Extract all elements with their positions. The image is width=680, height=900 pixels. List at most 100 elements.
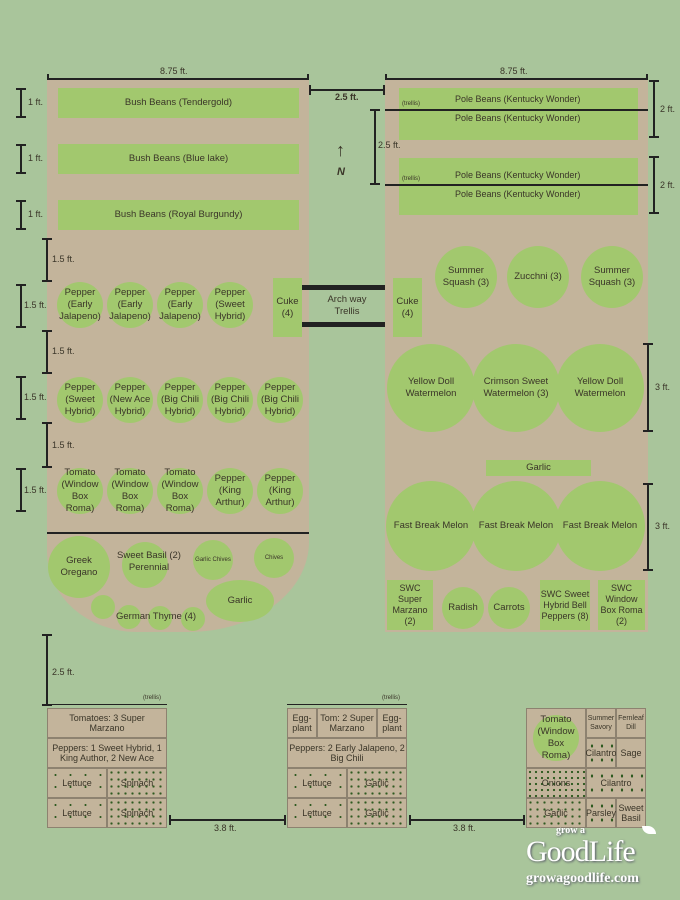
summer-squash: Summer Squash (3): [435, 246, 497, 308]
dim-2-5ft-bottom: [42, 634, 52, 706]
sweet-basil-plant: [122, 542, 168, 588]
dim-1-5ft: [16, 376, 26, 420]
logo-leaf-icon: [642, 826, 656, 834]
dim-label: 1 ft.: [28, 97, 44, 107]
cuke-right: Cuke (4): [393, 278, 422, 337]
garlic-chives: Garlic Chives: [193, 540, 233, 580]
pole-beans-label: Pole Beans (Kentucky Wonder): [455, 170, 581, 180]
dim-label: 1.5 ft.: [52, 440, 75, 450]
carrots: Carrots: [488, 587, 530, 629]
bed3-parsley: Parsley: [586, 798, 616, 828]
bed3-summer-savory: Summer Savory: [586, 708, 616, 738]
dim-1ft: [16, 144, 26, 174]
bed2-eggplant: Egg-plant: [377, 708, 407, 738]
bed3-sweet-basil: Sweet Basil: [616, 798, 646, 828]
gap-label: 3.8 ft.: [214, 823, 237, 833]
dim-label: 2 ft.: [660, 180, 676, 190]
zucchini: Zucchni (3): [507, 246, 569, 308]
dim-label: 2 ft.: [660, 104, 676, 114]
watermelon: Crimson Sweet Watermelon (3): [472, 344, 560, 432]
pepper-plant: Pepper (Big Chili Hybrid): [257, 377, 303, 423]
dim-2ft: [649, 156, 659, 214]
pole-beans-bed: [399, 88, 638, 140]
trellis-label: (trellis): [143, 695, 161, 701]
dim-3ft: [643, 343, 653, 432]
dim-label: 3 ft.: [655, 382, 671, 392]
greek-oregano: Greek Oregano: [48, 536, 110, 598]
pepper-plant: Pepper (Sweet Hybrid): [57, 377, 103, 423]
swc-super-marzano: SWC Super Marzano (2): [387, 580, 433, 630]
pepper-plant: Pepper (Early Jalapeno): [157, 282, 203, 328]
bed2-lettuce: Lettuce: [287, 798, 347, 828]
bush-beans-tendergold: Bush Beans (Tendergold): [58, 88, 299, 118]
left-width-dimension: [47, 74, 309, 84]
pepper-plant: Pepper (Sweet Hybrid): [207, 282, 253, 328]
dim-label: 1.5 ft.: [24, 485, 47, 495]
raised-bed-3: Tomato (Window Box Roma) Summer Savory F…: [526, 708, 646, 828]
right-width-label: 8.75 ft.: [500, 66, 528, 76]
tomato-plant: Tomato (Window Box Roma): [157, 467, 203, 514]
chives: Chives: [254, 538, 294, 578]
logo-url: growagoodlife.com: [526, 871, 639, 886]
thyme-plant: [148, 606, 172, 630]
bed2-lettuce: Lettuce: [287, 768, 347, 798]
dim-2ft: [649, 80, 659, 138]
bed1-lettuce: Lettuce: [47, 768, 107, 798]
tomato-plant: Tomato (Window Box Roma): [107, 467, 153, 514]
dim-label: 1.5 ft.: [24, 392, 47, 402]
pepper-plant: Pepper (King Arthur): [257, 468, 303, 514]
gap-label: 3.8 ft.: [453, 823, 476, 833]
melon: Fast Break Melon: [555, 481, 645, 571]
bed2-garlic: Garlic: [347, 768, 407, 798]
pole-beans-bed: [399, 158, 638, 215]
dim-label: 1.5 ft.: [52, 346, 75, 356]
gap-dimension: [169, 815, 286, 825]
sweet-basil-label: Sweet Basil (2) Perennial: [117, 550, 181, 573]
garlic-herb: Garlic: [206, 580, 274, 622]
garlic-row: Garlic: [486, 460, 591, 476]
left-width-label: 8.75 ft.: [160, 66, 188, 76]
bed2-peppers: Peppers: 2 Early Jalapeno, 2 Big Chili: [287, 738, 407, 768]
herb-divider: [47, 532, 309, 534]
dim-1ft: [16, 88, 26, 118]
bed1-spinach: Spinach: [107, 798, 167, 828]
watermelon: Yellow Doll Watermelon: [387, 344, 475, 432]
trellis-label: (trellis): [402, 101, 420, 107]
bed1-peppers: Peppers: 1 Sweet Hybrid, 1 King Author, …: [47, 738, 167, 768]
arch-trellis-bar: [302, 285, 392, 290]
dim-label: 1.5 ft.: [24, 300, 47, 310]
bed3-sage: Sage: [616, 738, 646, 768]
melon: Fast Break Melon: [386, 481, 476, 571]
melon: Fast Break Melon: [471, 481, 561, 571]
thyme-plant: [117, 605, 141, 629]
pepper-plant: Pepper (Big Chili Hybrid): [157, 377, 203, 423]
dim-1-5ft: [42, 330, 52, 374]
cuke-left: Cuke (4): [273, 278, 302, 337]
pepper-plant: Pepper (Early Jalapeno): [107, 282, 153, 328]
pole-beans-label: Pole Beans (Kentucky Wonder): [455, 189, 581, 199]
gap-dimension: [409, 815, 525, 825]
radish: Radish: [442, 587, 484, 629]
trellis-line: [385, 184, 648, 186]
bed2-tomatoes: Tom: 2 Super Marzano: [317, 708, 377, 738]
dim-1-5ft: [42, 422, 52, 468]
trellis-label: (trellis): [402, 176, 420, 182]
watermelon: Yellow Doll Watermelon: [556, 344, 644, 432]
swc-window-box-roma: SWC Window Box Roma (2): [598, 580, 645, 630]
bed3-onions: Onions: [526, 768, 586, 798]
gap-dimension: [309, 85, 385, 95]
dim-1-5ft: [42, 238, 52, 282]
bed1-spinach: Spinach: [107, 768, 167, 798]
swc-sweet-hybrid-bell-peppers: SWC Sweet Hybrid Bell Peppers (8): [540, 580, 590, 630]
bed2-eggplant: Egg-plant: [287, 708, 317, 738]
dim-label: 1.5 ft.: [52, 254, 75, 264]
arch-label: Arch way Trellis: [327, 294, 367, 317]
dim-2-5ft: [370, 109, 380, 185]
right-width-dimension: [385, 74, 648, 84]
dim-label: 2.5 ft.: [52, 667, 75, 677]
bed1-lettuce: Lettuce: [47, 798, 107, 828]
bed3-cilantro: Cilantro: [586, 738, 617, 768]
pepper-plant: Pepper (King Arthur): [207, 468, 253, 514]
trellis-line: [287, 704, 407, 705]
north-arrow-icon: ↑: [336, 140, 345, 160]
